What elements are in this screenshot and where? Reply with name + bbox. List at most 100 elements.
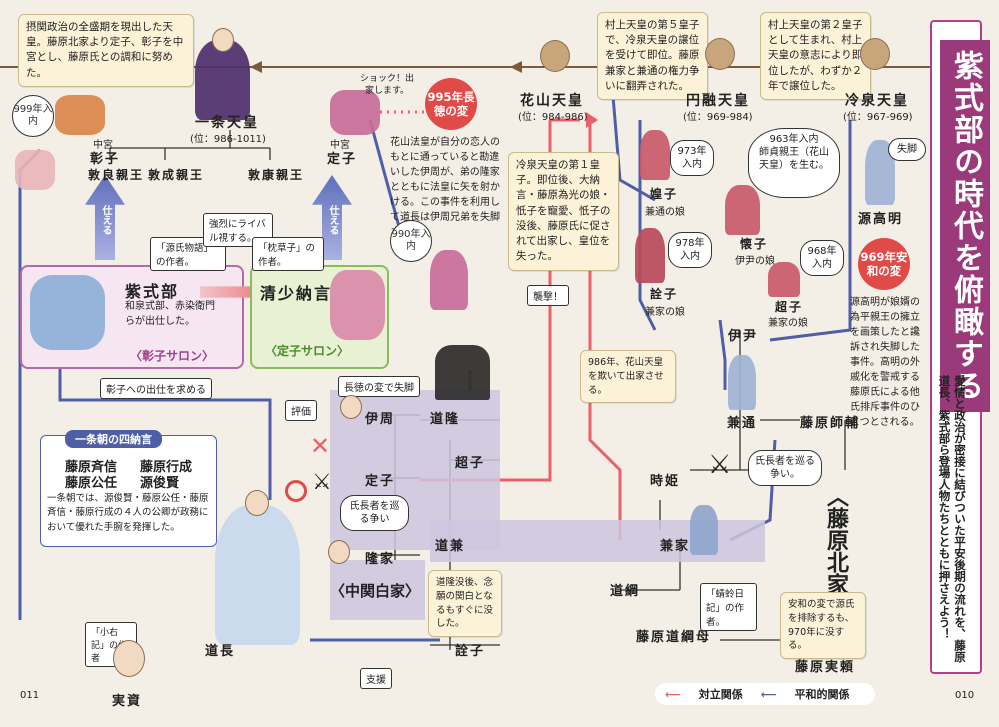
koshi-figure xyxy=(640,130,670,180)
nakakanpaku-band-bottom xyxy=(330,560,425,620)
takaie-figure xyxy=(328,540,350,564)
michikane-name: 道兼 xyxy=(435,539,466,554)
senshi-name: 詮子 xyxy=(650,287,679,301)
enyu-reign: (位：969-984) xyxy=(683,112,753,123)
michinaga-figure xyxy=(215,505,300,645)
serve-label-left: 仕える xyxy=(100,205,111,235)
page-number-right: 010 xyxy=(955,690,975,701)
koshi-year: 973年入内 xyxy=(670,140,714,176)
teishi-salon-label: 〈定子サロン〉 xyxy=(265,344,350,358)
atsunari-name: 敦成親王 xyxy=(148,168,205,182)
atsuyasu-name: 敦康親王 xyxy=(248,168,305,182)
murasaki-name: 紫式部 xyxy=(125,282,180,301)
shoshi-year-badge: 999年入内 xyxy=(12,95,54,137)
reizei-name: 冷泉天皇 xyxy=(845,93,909,109)
kazan-name: 花山天皇 xyxy=(520,93,584,109)
tokihime-name: 時姫 xyxy=(650,474,681,489)
kagero-tag: 「蜻蛉日記」の作者。 xyxy=(700,583,757,631)
kaneie-figure xyxy=(690,505,718,555)
kazan-figure xyxy=(540,40,570,72)
reizei-figure xyxy=(860,38,890,70)
senshi-family-name: 詮子 xyxy=(455,644,486,659)
teishi-family-name: 定子 xyxy=(365,474,396,489)
saneyori-name: 藤原実頼 xyxy=(795,660,856,675)
genji-author-tag: 「源氏物語」の作者。 xyxy=(150,237,226,271)
morosada-bubble: 963年入内 師貞親王（花山天皇）を生む。 xyxy=(748,128,840,198)
sanesuke-figure xyxy=(113,640,145,677)
michitaka-figure xyxy=(435,345,490,400)
shiten-box xyxy=(40,435,217,547)
teishi-name: 定子 xyxy=(327,152,358,167)
senshi-figure xyxy=(635,228,665,283)
conflict-x-mark: ✕ xyxy=(310,432,331,460)
shoshi-name: 彰子 xyxy=(90,152,121,167)
reizei-reign: (位：967-969) xyxy=(843,112,913,123)
senshi-sub: 兼家の娘 xyxy=(645,307,685,318)
enyu-name: 円融天皇 xyxy=(686,93,750,109)
success-circle xyxy=(285,480,307,502)
legend-peace-icon: ⟵ xyxy=(760,687,777,701)
kaishi-name: 懐子 xyxy=(740,237,769,251)
serve-label-right: 仕える xyxy=(327,205,338,235)
enyu-figure xyxy=(705,38,735,70)
kaishi-figure xyxy=(725,185,760,235)
choshi-name: 超子 xyxy=(775,300,804,314)
shiten-name-1: 藤原斉信 xyxy=(65,460,118,475)
morosada-text: 師貞親王（花山天皇）を生む。 xyxy=(759,147,829,171)
ichijo-figure xyxy=(195,40,250,120)
takaie-name: 隆家 xyxy=(365,552,396,567)
choshi-family-name: 超子 xyxy=(455,456,486,471)
kazan-deceive-note: 986年、花山天皇を欺いて出家させる。 xyxy=(580,350,676,404)
teishi-figure xyxy=(330,90,380,135)
seishonagon-name: 清少納言 xyxy=(260,284,333,303)
shoshi-salon-label: 〈彰子サロン〉 xyxy=(130,349,215,363)
page-subtitle: 愛情と政治が密接に結びついた平安後期の流れを、藤原道長、紫式部ら登場人物たちとと… xyxy=(937,375,968,663)
koshi-name: 媓子 xyxy=(650,187,679,201)
korechika-name: 伊周 xyxy=(365,412,396,427)
legend-box: ⟵ 対立関係 ⟵ 平和的関係 xyxy=(655,683,875,705)
chotoku-fail-tag: 長徳の変で失脚 xyxy=(338,376,420,397)
clan-fight-bubble-2: 氏長者を巡る争い。 xyxy=(748,450,822,486)
shikkyaku-bubble: 失脚 xyxy=(888,138,926,161)
michitsuna-haha-name: 藤原道綱母 xyxy=(636,630,712,645)
shiten-title: 一条朝の四納言 xyxy=(65,430,162,448)
shien-tag: 支援 xyxy=(360,668,392,689)
choshi-sub: 兼家の娘 xyxy=(768,318,808,329)
takaakira-name: 源高明 xyxy=(858,212,904,227)
legend-conflict-icon: ⟵ xyxy=(665,687,681,701)
shiten-name-2: 藤原行成 xyxy=(140,460,193,475)
murasaki-figure xyxy=(30,275,105,350)
anna-note: 安和の変で源氏を排除するも、970年に没する。 xyxy=(780,592,866,660)
ichijo-head xyxy=(212,28,234,52)
korechika-figure xyxy=(340,395,362,419)
reizei-note: 村上天皇の第２皇子として生まれ、村上天皇の意志により即位したが、わずか２年で譲位… xyxy=(760,12,871,101)
yokoshi-tag: 彰子への出仕を求める xyxy=(100,378,212,399)
morosuke-name: 藤原師輔 xyxy=(800,416,861,431)
ichijo-note: 摂関政治の全盛期を現出した天皇。藤原北家より定子、彰子を中宮とし、藤原氏との調和… xyxy=(18,14,194,87)
legend-peace-label: 平和的関係 xyxy=(794,688,850,701)
ichijo-reign: (位：986-1011) xyxy=(190,134,266,145)
legend-conflict-label: 対立関係 xyxy=(698,688,743,701)
kaneie-sword-icon: ⚔ xyxy=(708,450,732,480)
seishonagon-figure xyxy=(330,270,385,340)
sword-icon: ⚔ xyxy=(312,470,332,495)
nakakanpaku-label: 〈中関白家〉 xyxy=(330,582,421,600)
shoshi-figure xyxy=(55,95,105,135)
kanemichi-name: 兼通 xyxy=(727,416,758,431)
morosada-year: 963年入内 xyxy=(769,134,819,145)
shoshi-child-figure xyxy=(15,150,55,190)
anna-event-note: 源高明が娘婿の為平親王の擁立を画策したと讒訴され失脚した事件。高明の外戚化を警戒… xyxy=(850,297,920,428)
ichijo-name: 一条天皇 xyxy=(195,115,259,131)
michinaga-head xyxy=(245,490,269,516)
atsuyoshi-name: 敦良親王 xyxy=(88,168,145,182)
makura-author-tag: 「枕草子」の作者。 xyxy=(252,237,324,271)
choshi-year: 968年入内 xyxy=(800,240,844,276)
koretada-name: 伊尹 xyxy=(728,329,759,344)
sanesuke-name: 実資 xyxy=(112,694,143,709)
michikane-note: 道隆没後、念願の関白となるもすぐに没した。 xyxy=(428,570,502,638)
michinaga-name: 道長 xyxy=(205,644,236,659)
murasaki-note: 和泉式部、赤染衛門らが出仕した。 xyxy=(125,301,215,327)
kaneie-name: 兼家 xyxy=(660,539,691,554)
teishi-entry-figure xyxy=(430,250,468,310)
kazan-note: 冷泉天皇の第１皇子。即位後、大納言・藤原為光の娘・忯子を寵愛、忯子の没後、藤原氏… xyxy=(508,152,619,271)
